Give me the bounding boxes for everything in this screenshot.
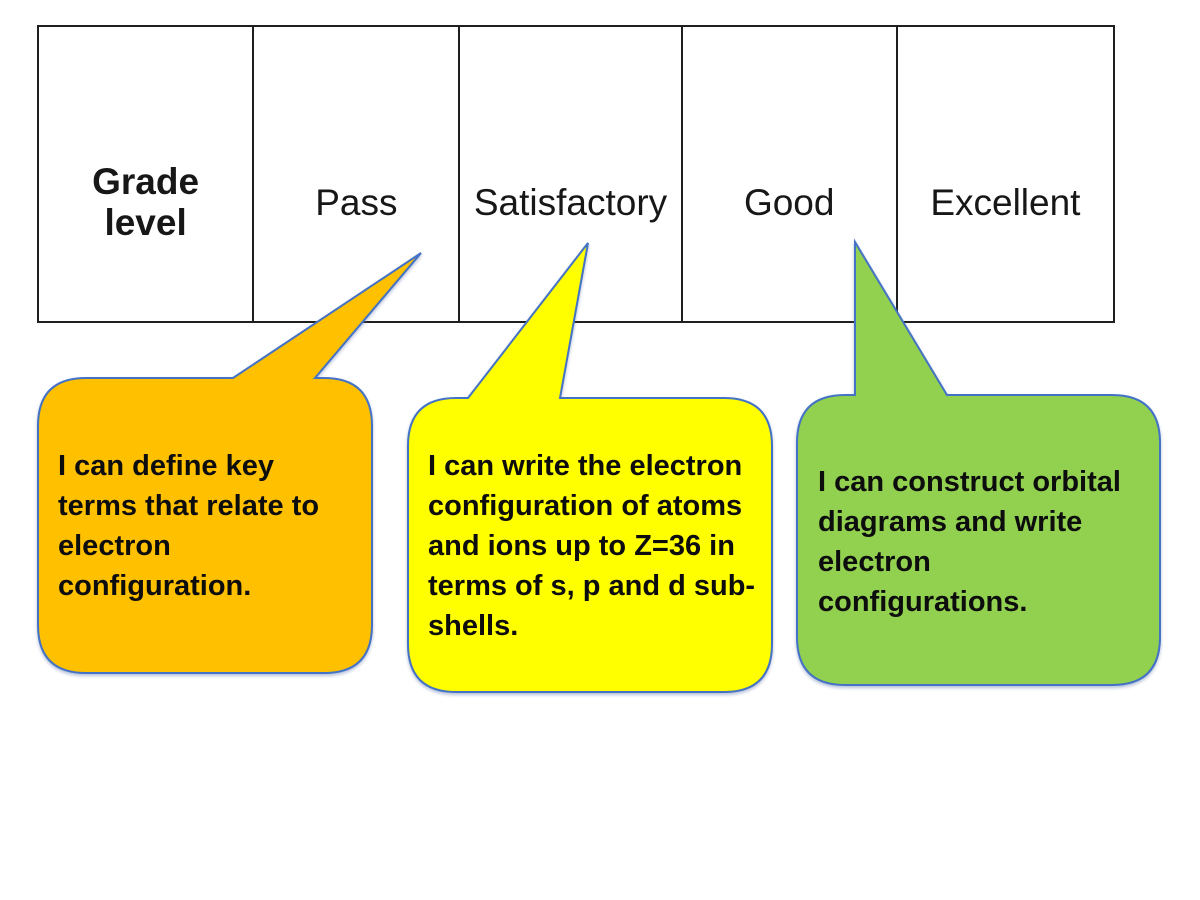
pass-callout-text: I can define key terms that relate to el…: [58, 450, 320, 602]
table-cell-grade-level: Grade level: [39, 27, 255, 321]
excellent-header: Excellent: [930, 181, 1081, 223]
satisfactory-callout-text: I can write the electron configuration o…: [428, 450, 756, 642]
satisfactory-header: Satisfactory: [473, 181, 668, 223]
table-cell-satisfactory: Satisfactory: [460, 27, 683, 321]
grade-level-header: Grade level: [92, 161, 200, 243]
good-header: Good: [743, 181, 835, 223]
good-callout-bubble: [796, 238, 1161, 686]
table-cell-pass: Pass: [254, 27, 461, 321]
good-callout-text: I can construct orbital diagrams and wri…: [818, 466, 1121, 618]
pass-header: Pass: [315, 181, 398, 223]
table-cell-excellent: Excellent: [898, 27, 1113, 321]
table-cell-good: Good: [683, 27, 898, 321]
pass-callout-bubble: [37, 252, 422, 674]
satisfactory-callout-bubble: [407, 242, 773, 693]
